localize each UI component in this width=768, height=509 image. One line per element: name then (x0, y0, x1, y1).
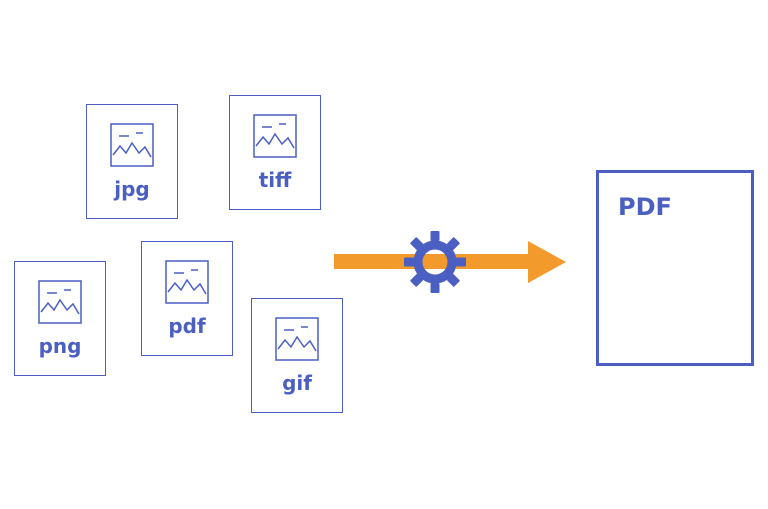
file-card-gif: gif (251, 298, 343, 413)
image-icon (253, 114, 297, 158)
file-card-pdf: pdf (141, 241, 233, 356)
file-label-pdf: pdf (168, 314, 206, 338)
image-icon (110, 123, 154, 167)
output-pdf-label: PDF (618, 193, 672, 221)
conversion-flow (334, 231, 566, 293)
gear-icon (404, 231, 466, 293)
file-label-tiff: tiff (258, 168, 292, 192)
file-card-png: png (14, 261, 106, 376)
arrow-right-icon (334, 241, 566, 283)
file-label-gif: gif (282, 371, 312, 395)
file-card-jpg: jpg (86, 104, 178, 219)
file-label-jpg: jpg (114, 177, 150, 201)
image-icon (165, 260, 209, 304)
image-icon (275, 317, 319, 361)
file-label-png: png (38, 334, 82, 358)
file-card-tiff: tiff (229, 95, 321, 210)
output-pdf-document: PDF (596, 170, 754, 366)
image-icon (38, 280, 82, 324)
